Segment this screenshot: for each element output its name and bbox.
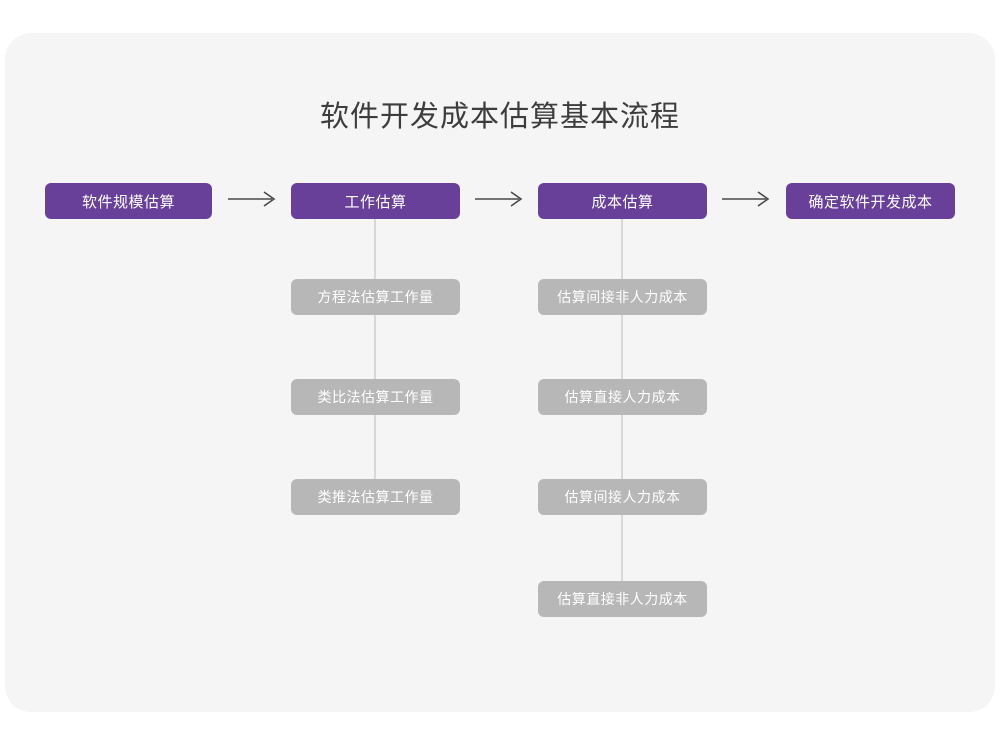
- connector-cost-3: [621, 415, 623, 479]
- flow-node-software-scale-estimation[interactable]: 软件规模估算: [45, 183, 212, 219]
- sub-node-indirect-non-labor-cost[interactable]: 估算间接非人力成本: [538, 279, 707, 315]
- sub-node-direct-labor-cost[interactable]: 估算直接人力成本: [538, 379, 707, 415]
- sub-node-label: 类比法估算工作量: [317, 389, 434, 405]
- sub-node-indirect-labor-cost[interactable]: 估算间接人力成本: [538, 479, 707, 515]
- diagram-card: [5, 33, 995, 712]
- flow-node-label: 软件规模估算: [81, 193, 175, 211]
- flow-node-determine-development-cost[interactable]: 确定软件开发成本: [786, 183, 955, 219]
- flow-node-label: 工作估算: [344, 193, 407, 211]
- sub-node-label: 类推法估算工作量: [317, 489, 434, 505]
- connector-cost-4: [621, 515, 623, 581]
- arrow-right-icon: [721, 191, 769, 207]
- connector-cost-1: [621, 219, 623, 279]
- arrow-1: [225, 186, 280, 212]
- sub-node-equation-method-effort[interactable]: 方程法估算工作量: [291, 279, 460, 315]
- flow-node-cost-estimation[interactable]: 成本估算: [538, 183, 707, 219]
- arrow-right-icon: [227, 191, 275, 207]
- arrow-right-icon: [474, 191, 522, 207]
- sub-node-inference-method-effort[interactable]: 类推法估算工作量: [291, 479, 460, 515]
- sub-node-label: 估算直接非人力成本: [557, 591, 688, 607]
- connector-work-2: [374, 315, 376, 379]
- sub-node-label: 估算直接人力成本: [564, 389, 681, 405]
- connector-work-3: [374, 415, 376, 479]
- flow-node-label: 确定软件开发成本: [808, 193, 933, 211]
- arrow-2: [472, 186, 527, 212]
- sub-node-label: 方程法估算工作量: [317, 289, 434, 305]
- flow-node-work-estimation[interactable]: 工作估算: [291, 183, 460, 219]
- connector-work-1: [374, 219, 376, 279]
- sub-node-label: 估算间接人力成本: [564, 489, 681, 505]
- arrow-3: [719, 186, 774, 212]
- flow-node-label: 成本估算: [591, 193, 654, 211]
- connector-cost-2: [621, 315, 623, 379]
- sub-node-label: 估算间接非人力成本: [557, 289, 688, 305]
- sub-node-direct-non-labor-cost[interactable]: 估算直接非人力成本: [538, 581, 707, 617]
- sub-node-analogy-method-effort[interactable]: 类比法估算工作量: [291, 379, 460, 415]
- page-title: 软件开发成本估算基本流程: [319, 101, 680, 133]
